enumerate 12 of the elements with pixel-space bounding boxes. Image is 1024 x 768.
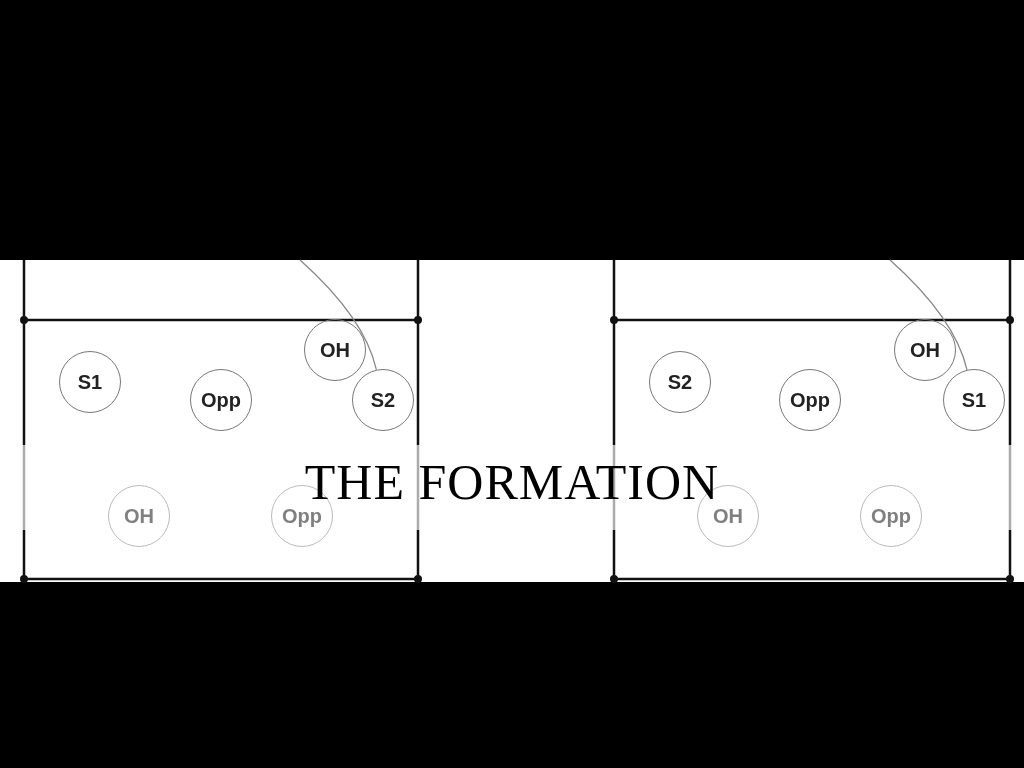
position-label: Opp [201, 388, 241, 412]
position-label: OH [910, 338, 940, 362]
position-label: Opp [790, 388, 830, 412]
movement-path [299, 259, 377, 371]
position-label: S2 [370, 388, 396, 412]
position-label: OH [124, 504, 154, 528]
movement-path [889, 259, 968, 371]
position-label: OH [320, 338, 350, 362]
position-label: Opp [871, 504, 911, 528]
position-label: S1 [961, 388, 987, 412]
position-label: S2 [667, 370, 693, 394]
position-label: S1 [77, 370, 103, 394]
